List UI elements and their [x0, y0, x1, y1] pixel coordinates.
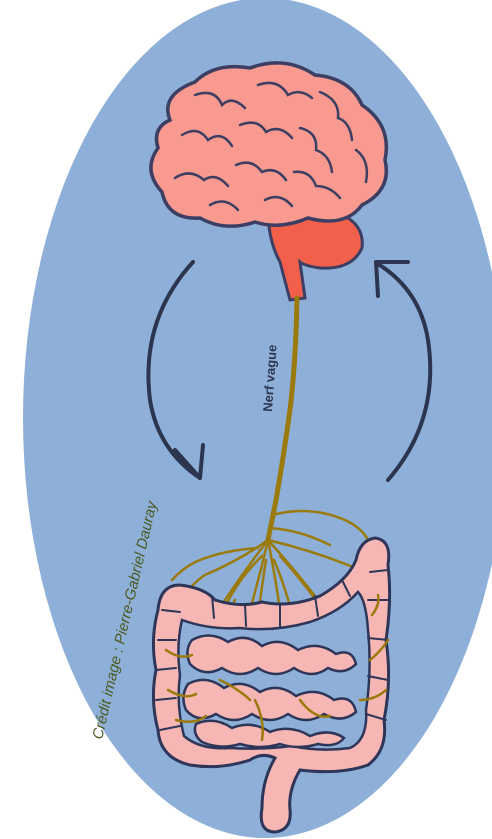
cerebrum [151, 63, 386, 226]
